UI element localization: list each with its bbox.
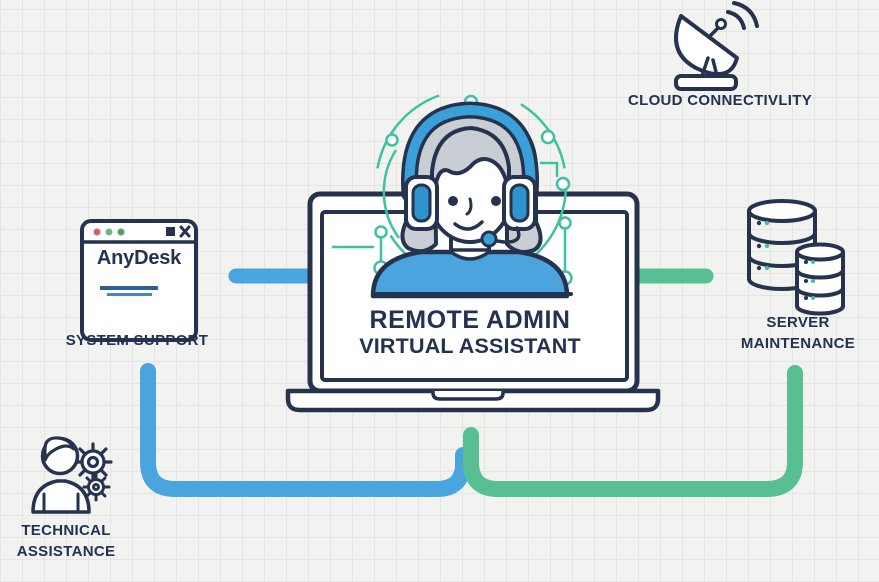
screen-subtitle: VIRTUAL ASSISTANT — [359, 334, 581, 358]
titlebar-dot-green-2 — [117, 228, 125, 236]
window-maximize-icon — [166, 227, 175, 236]
agent-earcups — [404, 175, 537, 231]
titlebar-dot-green-1 — [105, 228, 113, 236]
agent-fringe — [430, 126, 511, 198]
screen-title: REMOTE ADMIN — [369, 306, 571, 334]
label-technical-assistance: TECHNICAL ASSISTANCE — [16, 522, 116, 560]
server-stack-icon — [747, 199, 845, 316]
anydesk-underline-dark — [100, 286, 158, 290]
agent-shirt — [370, 249, 570, 299]
person-with-gears-icon — [31, 436, 113, 514]
anydesk-browser-window-icon — [80, 219, 198, 342]
screen-divider-line — [371, 292, 573, 296]
anydesk-underline-light — [107, 293, 152, 296]
gear-small-icon — [82, 472, 111, 502]
agent-mic — [480, 230, 498, 248]
satellite-dish-icon — [674, 1, 759, 91]
connector-blue-bottom — [140, 363, 471, 497]
anydesk-app-name: AnyDesk — [96, 247, 182, 269]
window-close-icon — [179, 225, 191, 238]
agent-mic-arm — [495, 226, 521, 244]
agent-collar — [449, 248, 491, 261]
support-agent-illustration — [370, 101, 570, 299]
gear-large-icon — [73, 442, 113, 482]
titlebar-dot-red — [93, 228, 101, 236]
label-server-maintenance: SERVER MAINTENANCE — [740, 314, 856, 352]
label-system-support: SYSTEM SUPPORT — [65, 332, 209, 349]
label-cloud-connectivity: CLOUD CONNECTIVLITY — [627, 92, 813, 109]
connector-green-bottom — [463, 365, 803, 497]
